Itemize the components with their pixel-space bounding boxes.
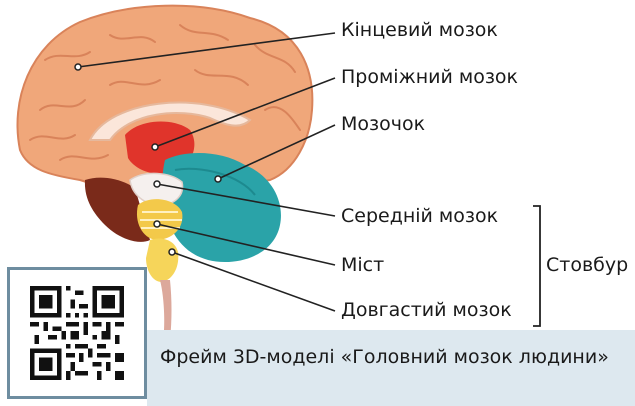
label-medulla: Довгастий мозок (341, 301, 512, 320)
brainstem-bracket (533, 206, 540, 326)
leader-medulla (172, 252, 335, 311)
label-telencephalon: Кінцевий мозок (341, 21, 498, 40)
label-diencephalon: Проміжний мозок (341, 68, 518, 87)
qr-code-frame[interactable] (7, 267, 147, 399)
label-brainstem: Стовбур (546, 256, 628, 275)
label-cerebellum: Мозочок (341, 115, 425, 134)
medulla-shape (146, 239, 178, 283)
qr-code-icon (30, 286, 124, 380)
label-pons: Міст (341, 256, 384, 275)
caption-text: Фрейм 3D-моделі «Головний мозок людини» (160, 344, 620, 371)
label-midbrain: Середній мозок (341, 207, 498, 226)
